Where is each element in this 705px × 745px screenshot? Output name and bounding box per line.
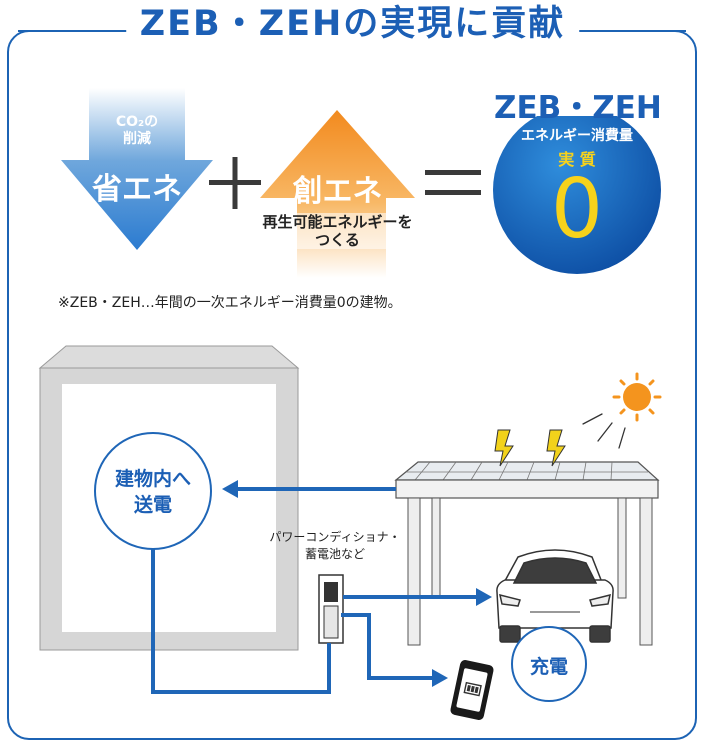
zero-energy-circle bbox=[493, 106, 661, 274]
equals-sign bbox=[425, 170, 481, 175]
save-energy-label: 省エネ bbox=[92, 172, 182, 207]
save-energy-arrow bbox=[61, 88, 213, 250]
charge-circle bbox=[511, 626, 587, 702]
page-title: ZEB・ZEHの実現に貢献 bbox=[125, 0, 580, 48]
car bbox=[496, 549, 614, 643]
save-arrow-subtext: CO₂の 削減 bbox=[115, 114, 159, 147]
result-line2: 実 質 bbox=[558, 150, 596, 169]
lightning-bolt-icon bbox=[546, 429, 566, 467]
lightning-bolt-icon bbox=[494, 429, 514, 467]
arrowheads bbox=[222, 480, 492, 687]
conditioner-label: パワーコンディショナ・ 蓄電池など bbox=[269, 530, 401, 561]
power-conditioner-unit bbox=[318, 574, 344, 644]
title-rule-right bbox=[578, 30, 686, 32]
building-supply-label: 建物内へ 送電 bbox=[114, 468, 191, 516]
sun-icon bbox=[582, 372, 662, 449]
smartphone-icon bbox=[450, 660, 494, 720]
result-heading: ZEB・ZEH bbox=[494, 90, 662, 126]
result-line1: エネルギー消費量 bbox=[521, 128, 633, 144]
power-lines bbox=[151, 487, 477, 694]
building-supply-circle bbox=[94, 432, 212, 550]
title-rule-left bbox=[18, 30, 128, 32]
title-bar: ZEB・ZEHの実現に貢献 bbox=[0, 0, 705, 50]
create-energy-subtext: 再生可能エネルギーを つくる bbox=[250, 213, 425, 249]
result-value: 0 bbox=[550, 162, 604, 257]
charge-label: 充電 bbox=[529, 656, 568, 678]
definition-note: ※ZEB・ZEH…年間の一次エネルギー消費量0の建物。 bbox=[58, 295, 402, 311]
carport bbox=[394, 461, 660, 646]
create-energy-label: 創エネ bbox=[292, 174, 383, 209]
